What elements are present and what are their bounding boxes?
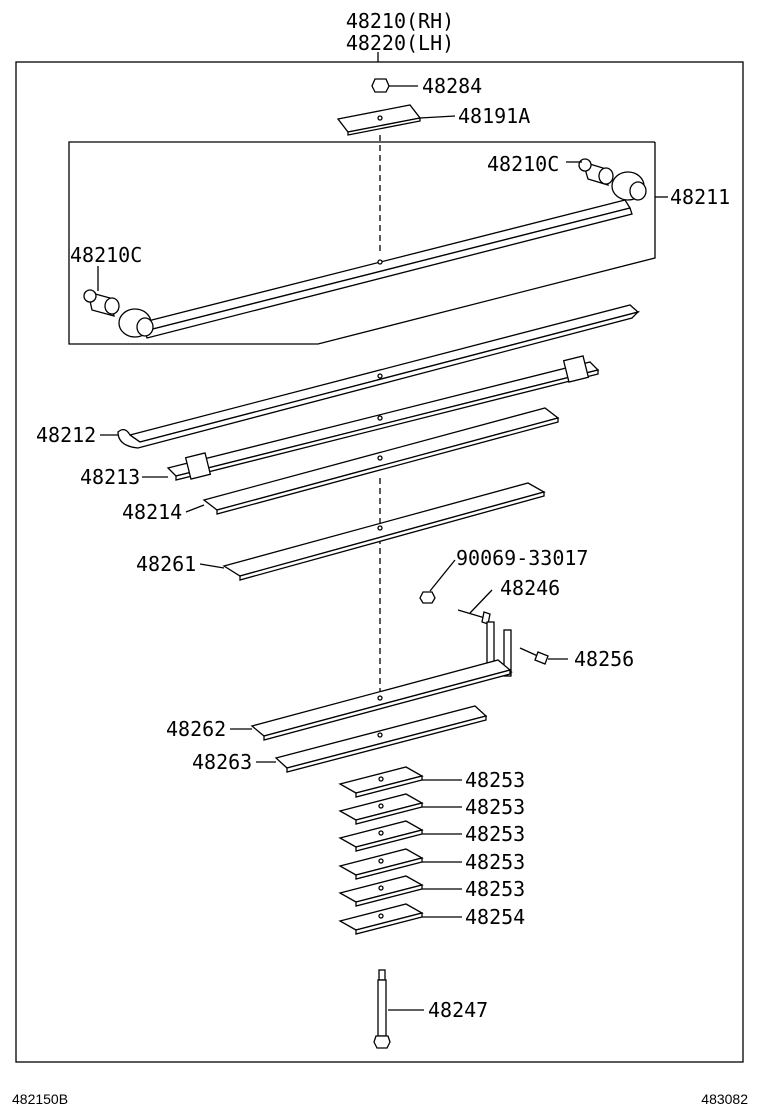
assembly-rh-label: 48210(RH) bbox=[346, 9, 454, 33]
leaf-48263: 48263 bbox=[192, 705, 488, 774]
nut-90069-33017: 90069-33017 bbox=[419, 546, 588, 604]
bushing-48210c-lower: 48210C bbox=[70, 243, 142, 317]
bolt-48256: 48256 bbox=[519, 647, 634, 671]
plate-48191a: 48191A bbox=[336, 104, 530, 136]
label-48253-2: 48253 bbox=[465, 795, 525, 819]
center-bolt-48247: 48247 bbox=[373, 969, 488, 1049]
leaf-48213: 48213 bbox=[80, 355, 600, 489]
leaf-48214: 48214 bbox=[122, 407, 560, 524]
label-48210c-lower: 48210C bbox=[70, 243, 142, 267]
label-48261: 48261 bbox=[136, 552, 196, 576]
outer-frame bbox=[15, 61, 744, 1063]
leaf-48262: 48262 bbox=[166, 659, 512, 741]
spacer-48253-5: 48253 bbox=[338, 875, 525, 907]
label-48191a: 48191A bbox=[458, 104, 530, 128]
label-48246: 48246 bbox=[500, 576, 560, 600]
spacer-48254: 48254 bbox=[338, 903, 525, 935]
leaf-48261: 48261 bbox=[136, 482, 546, 581]
label-48256: 48256 bbox=[574, 647, 634, 671]
label-48253-4: 48253 bbox=[465, 850, 525, 874]
label-48253-5: 48253 bbox=[465, 877, 525, 901]
label-48210c-upper: 48210C bbox=[487, 152, 559, 176]
label-48254: 48254 bbox=[465, 905, 525, 929]
nut-48284: 48284 bbox=[371, 74, 482, 98]
footer-right-code: 483082 bbox=[701, 1091, 748, 1107]
spacer-48253-3: 48253 bbox=[338, 820, 525, 852]
label-48212: 48212 bbox=[36, 423, 96, 447]
label-48213: 48213 bbox=[80, 465, 140, 489]
label-90069-33017: 90069-33017 bbox=[456, 546, 588, 570]
label-48284: 48284 bbox=[422, 74, 482, 98]
label-48253-3: 48253 bbox=[465, 822, 525, 846]
label-48262: 48262 bbox=[166, 717, 226, 741]
spacer-48253-1: 48253 bbox=[338, 766, 525, 798]
label-48263: 48263 bbox=[192, 750, 252, 774]
spacer-48253-4: 48253 bbox=[338, 848, 525, 880]
leaf-48212: 48212 bbox=[36, 304, 641, 449]
spacer-48253-2: 48253 bbox=[338, 793, 525, 825]
label-48211: 48211 bbox=[670, 185, 730, 209]
label-48214: 48214 bbox=[122, 500, 182, 524]
label-48253-1: 48253 bbox=[465, 768, 525, 792]
footer-left-code: 482150B bbox=[12, 1091, 68, 1107]
assembly-lh-label: 48220(LH) bbox=[346, 31, 454, 55]
bolt-48246: 48246 bbox=[457, 576, 560, 625]
main-leaf-48211 bbox=[118, 171, 647, 339]
main-leaf-group-frame bbox=[68, 141, 656, 345]
label-48247: 48247 bbox=[428, 998, 488, 1022]
bushing-48210c-upper: 48210C bbox=[487, 152, 614, 186]
